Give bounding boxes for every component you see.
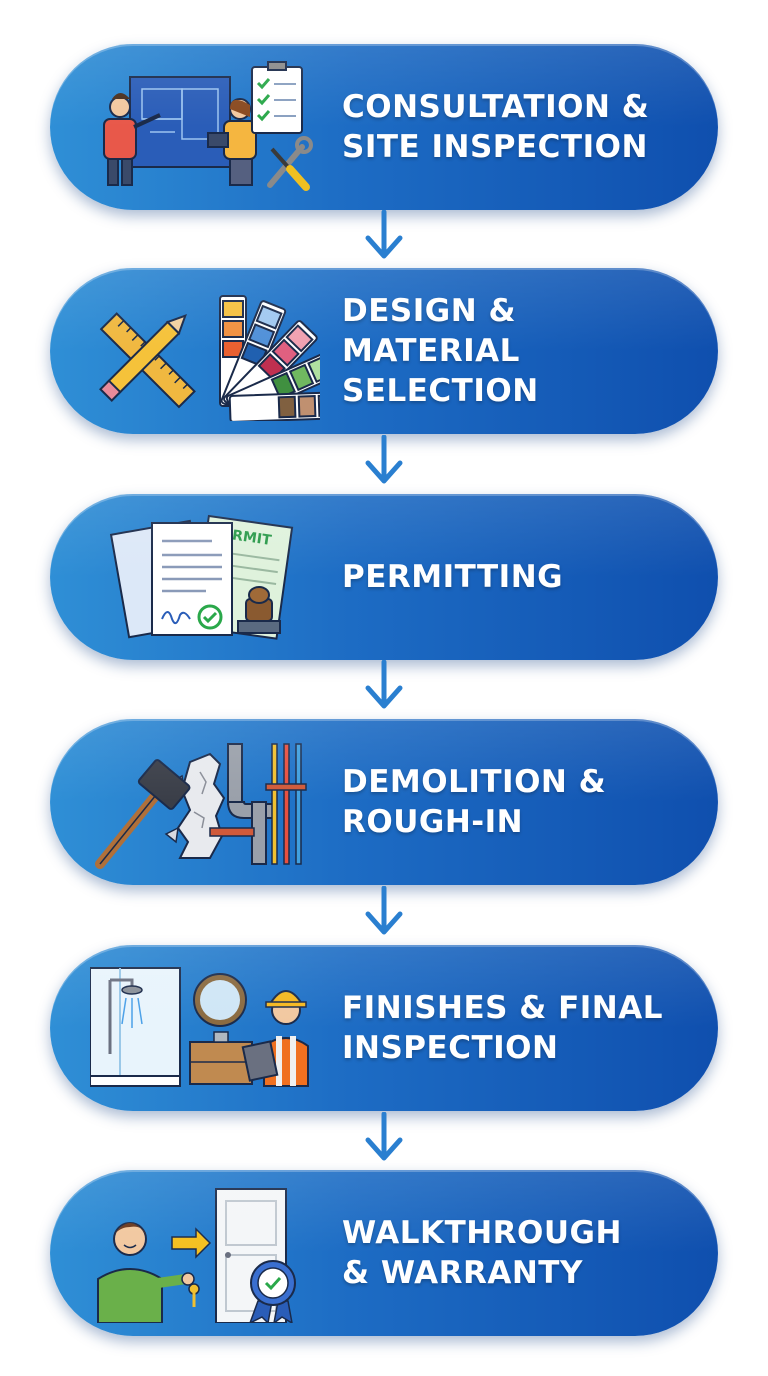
step-label-line: & WARRANTY bbox=[342, 1255, 583, 1291]
finishes-inspector-icon bbox=[90, 967, 309, 1087]
down-arrow-icon bbox=[365, 210, 403, 259]
step-label-line: PERMITTING bbox=[342, 559, 564, 595]
step-label-line: DEMOLITION & bbox=[342, 764, 607, 800]
step-consultation: CONSULTATION & SITE INSPECTION bbox=[50, 44, 718, 210]
step-design: DESIGN & MATERIAL SELECTION bbox=[50, 268, 718, 434]
down-arrow-icon bbox=[365, 886, 403, 935]
step-label-line: WALKTHROUGH bbox=[342, 1215, 622, 1251]
step-label-line: MATERIAL bbox=[342, 333, 520, 369]
consultation-inspection-icon bbox=[103, 61, 313, 191]
walkthrough-warranty-icon bbox=[97, 1188, 296, 1323]
step-label-line: SELECTION bbox=[342, 373, 539, 409]
step-label: CONSULTATION & SITE INSPECTION bbox=[342, 44, 702, 210]
step-finishes: FINISHES & FINAL INSPECTION bbox=[50, 945, 718, 1111]
step-label: PERMITTING bbox=[342, 494, 702, 660]
step-label-line: SITE INSPECTION bbox=[342, 129, 648, 165]
step-label: FINISHES & FINAL INSPECTION bbox=[342, 945, 702, 1111]
down-arrow-icon bbox=[365, 435, 403, 484]
step-label-line: CONSULTATION & bbox=[342, 89, 650, 125]
step-demolition: DEMOLITION & ROUGH-IN bbox=[50, 719, 718, 885]
step-label-line: INSPECTION bbox=[342, 1030, 559, 1066]
step-label-line: ROUGH-IN bbox=[342, 804, 524, 840]
step-label-line: DESIGN & bbox=[342, 293, 516, 329]
permit-documents-icon: PERMIT bbox=[109, 514, 294, 640]
step-label: DESIGN & MATERIAL SELECTION bbox=[342, 268, 702, 434]
step-walkthrough: WALKTHROUGH & WARRANTY bbox=[50, 1170, 718, 1336]
down-arrow-icon bbox=[365, 660, 403, 709]
down-arrow-icon bbox=[365, 1112, 403, 1161]
demolition-plumbing-icon bbox=[95, 743, 307, 869]
step-label: WALKTHROUGH & WARRANTY bbox=[342, 1170, 702, 1336]
step-label: DEMOLITION & ROUGH-IN bbox=[342, 719, 702, 885]
step-label-line: FINISHES & FINAL bbox=[342, 990, 663, 1026]
design-material-icon bbox=[99, 295, 320, 421]
step-permitting: PERMIT PERMITTING bbox=[50, 494, 718, 660]
